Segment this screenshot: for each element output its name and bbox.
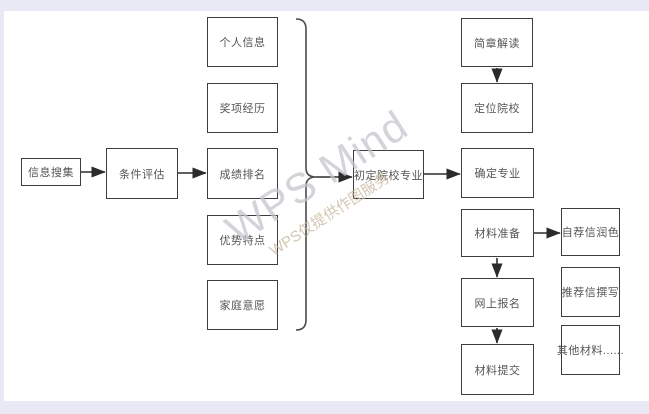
node-advantages[interactable]: 优势特点 (207, 215, 278, 265)
node-target-colleges[interactable]: 定位院校 (461, 83, 533, 133)
node-material-prep[interactable]: 材料准备 (461, 209, 534, 257)
node-family-wishes[interactable]: 家庭意愿 (207, 280, 278, 330)
node-personal-info[interactable]: 个人信息 (207, 17, 278, 67)
node-award-experience[interactable]: 奖项经历 (207, 83, 278, 133)
node-condition-eval[interactable]: 条件评估 (106, 148, 178, 199)
node-grade-ranking[interactable]: 成绩排名 (207, 148, 278, 199)
window-edge-left (0, 0, 4, 414)
node-recommendation-letter[interactable]: 推荐信撰写 (561, 267, 620, 317)
window-edge-top (0, 0, 649, 11)
node-material-submission[interactable]: 材料提交 (461, 344, 534, 395)
node-cover-letter-polish[interactable]: 自荐信润色 (561, 208, 620, 256)
node-other-materials[interactable]: 其他材料...... (557, 325, 624, 375)
node-initial-college-major[interactable]: 初定院校专业 (353, 150, 424, 199)
grouping-brace (295, 18, 317, 331)
node-confirm-major[interactable]: 确定专业 (461, 148, 534, 198)
node-brochure-reading[interactable]: 简章解读 (461, 18, 533, 67)
node-online-registration[interactable]: 网上报名 (461, 278, 534, 327)
window-edge-bottom (0, 401, 649, 414)
node-info-collect[interactable]: 信息搜集 (21, 158, 81, 186)
